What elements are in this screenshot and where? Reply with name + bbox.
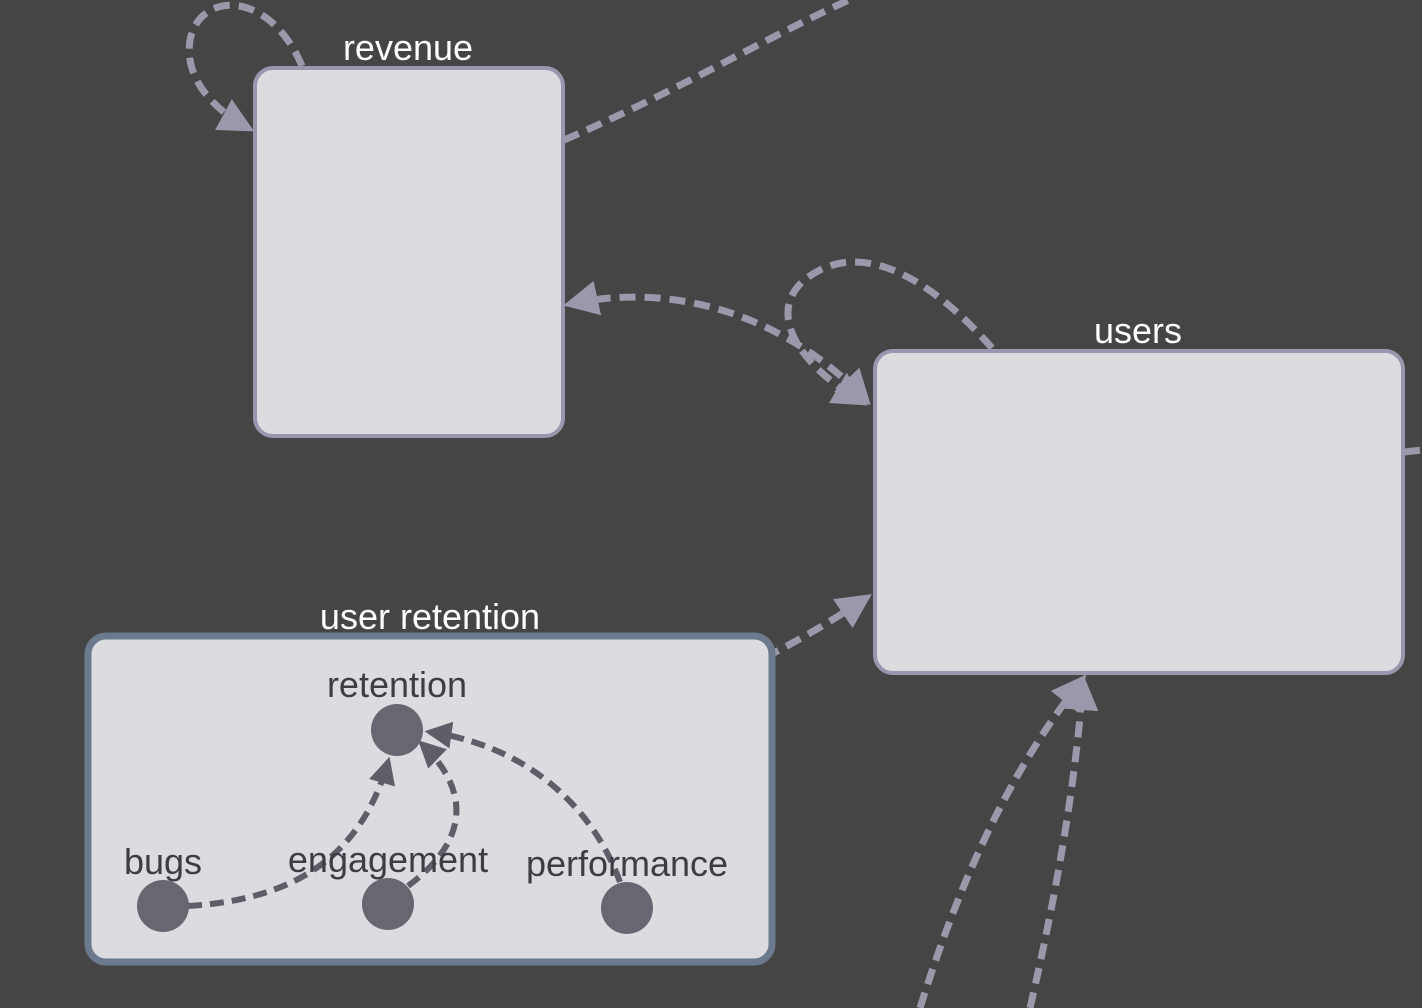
edge-revenue-self-loop xyxy=(185,1,306,132)
edge-users-self-loop xyxy=(784,258,995,406)
node-engagement[interactable] xyxy=(362,878,414,930)
group-user-retention[interactable] xyxy=(84,632,776,966)
node-retention[interactable] xyxy=(371,704,423,756)
node-users-label: users xyxy=(1094,310,1182,351)
edge-offscreen-users-a xyxy=(916,674,1087,1008)
edge-bugs-retention xyxy=(187,756,396,909)
edge-users-offscreen-right xyxy=(1403,446,1422,456)
node-revenue-label: revenue xyxy=(343,27,473,68)
node-bugs-label: bugs xyxy=(124,841,202,882)
node-engagement-label: engagement xyxy=(288,839,488,880)
edge-revenue-users xyxy=(563,280,871,406)
node-revenue[interactable] xyxy=(253,66,565,438)
edge-performance-retention xyxy=(424,721,623,884)
group-user-retention-label: user retention xyxy=(320,596,540,637)
node-performance[interactable] xyxy=(601,882,653,934)
node-retention-label: retention xyxy=(327,664,467,705)
edge-engagement-retention xyxy=(406,740,460,889)
edge-offscreen-users-b xyxy=(1026,675,1099,1008)
node-bugs[interactable] xyxy=(137,880,189,932)
edge-revenue-offscreen xyxy=(562,0,858,144)
node-users[interactable] xyxy=(873,349,1405,675)
node-performance-label: performance xyxy=(526,843,728,884)
